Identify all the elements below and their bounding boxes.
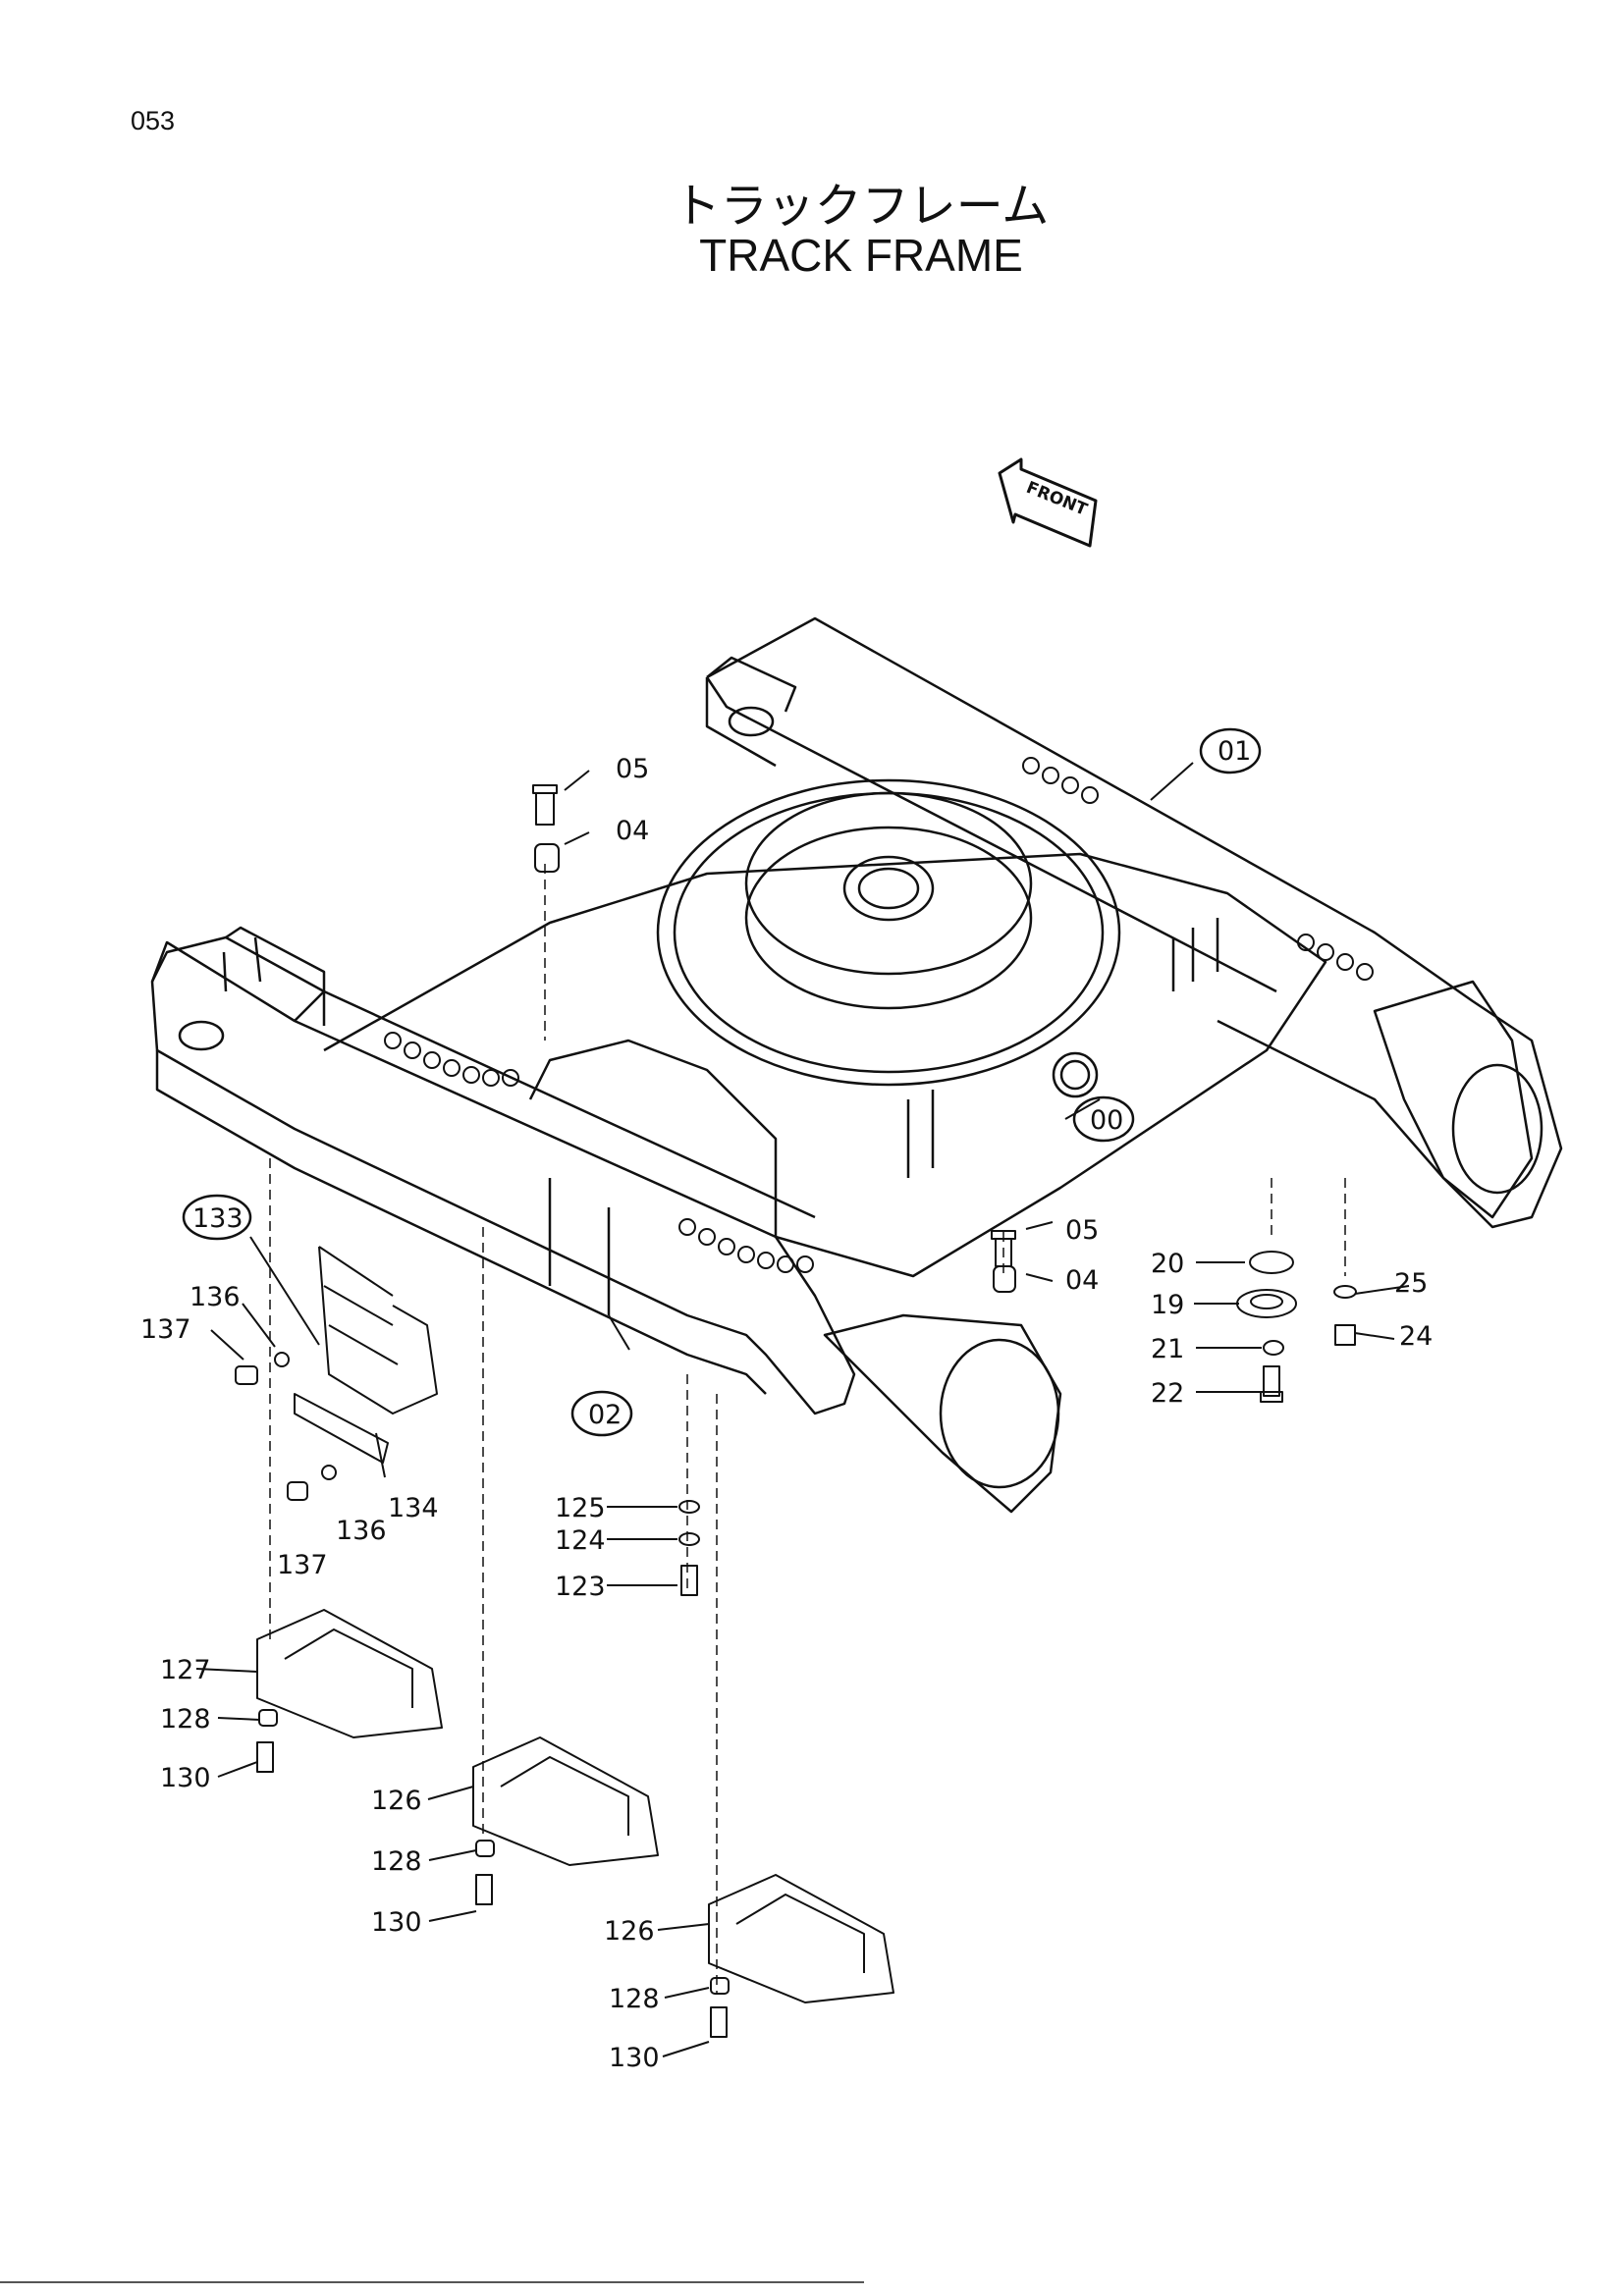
label-130-a: 130 bbox=[160, 1763, 211, 1793]
label-126-b: 126 bbox=[604, 1916, 655, 1947]
label-04-right: 04 bbox=[1065, 1265, 1099, 1296]
front-arrow-icon bbox=[998, 457, 1098, 548]
hardware-parts bbox=[235, 784, 1357, 2038]
label-20: 20 bbox=[1151, 1249, 1184, 1279]
label-04-top: 04 bbox=[616, 816, 649, 846]
guide-lines bbox=[269, 864, 1346, 1993]
label-00: 00 bbox=[1090, 1105, 1123, 1136]
title-japanese: トラックフレーム bbox=[673, 179, 1050, 234]
label-25: 25 bbox=[1394, 1268, 1428, 1299]
label-05-top: 05 bbox=[616, 754, 649, 784]
label-01: 01 bbox=[1218, 736, 1251, 767]
label-24: 24 bbox=[1399, 1321, 1433, 1352]
page-number: 053 bbox=[131, 106, 176, 135]
track-frame-body bbox=[150, 616, 1563, 1514]
bottom-rule bbox=[0, 2281, 864, 2283]
label-123: 123 bbox=[555, 1572, 606, 1602]
label-125: 125 bbox=[555, 1493, 606, 1523]
label-124: 124 bbox=[555, 1525, 606, 1556]
label-127: 127 bbox=[160, 1655, 211, 1685]
label-136-bottom: 136 bbox=[336, 1516, 387, 1546]
label-19: 19 bbox=[1151, 1290, 1184, 1320]
label-133: 133 bbox=[192, 1203, 244, 1234]
label-130-b: 130 bbox=[371, 1907, 422, 1938]
label-05-right: 05 bbox=[1065, 1215, 1099, 1246]
title-english: TRACK FRAME bbox=[699, 230, 1023, 281]
label-22: 22 bbox=[1151, 1378, 1184, 1409]
label-137-bottom: 137 bbox=[277, 1550, 328, 1580]
label-128-c: 128 bbox=[609, 1984, 660, 2014]
label-137-top: 137 bbox=[140, 1314, 191, 1345]
callout-labels: 01 00 02 133 05 04 05 04 20 19 21 22 25 … bbox=[140, 478, 1433, 2073]
label-128-a: 128 bbox=[160, 1704, 211, 1735]
label-130-c: 130 bbox=[609, 2043, 660, 2073]
label-134: 134 bbox=[388, 1493, 439, 1523]
label-126-a: 126 bbox=[371, 1786, 422, 1816]
label-136-top: 136 bbox=[189, 1282, 241, 1312]
label-21: 21 bbox=[1151, 1334, 1184, 1364]
callout-circles bbox=[182, 727, 1262, 1437]
label-128-b: 128 bbox=[371, 1846, 422, 1877]
label-02: 02 bbox=[588, 1400, 622, 1430]
